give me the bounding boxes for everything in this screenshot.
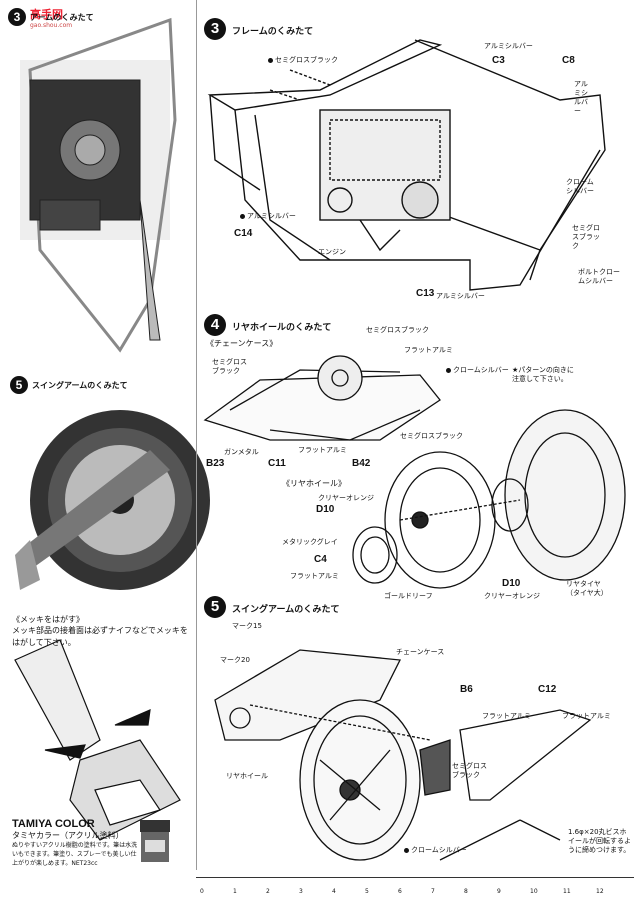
step3-label-aluminum-silver-right: アルミシルバー [574,80,588,115]
watermark-url: gao.shou.com [30,22,73,29]
left-step5-title: スイングアームのくみたて [32,381,128,390]
part-b42: B42 [352,458,371,469]
paint-jar [140,820,170,862]
step4-chain-case: 《チェーンケース》 [206,339,278,348]
step3-label-semi-gloss-black: セミグロスブラック [268,56,338,64]
tamiya-subtitle: タミヤカラー（アクリル塗料） [12,831,124,840]
step3-number: 3 [204,18,226,40]
step4-label-chrome-silver: クロームシルバー [446,366,509,374]
part-d10: D10 [316,504,335,515]
left-step5-number: 5 [10,376,28,394]
left-step-number: 3 [8,8,26,26]
step4-label-semi-gloss-black-bottom: セミグロスブラック [400,432,463,440]
step5-label-flat-aluminum-c12: フラットアルミ [562,712,611,720]
step5-label-mark20: マーク20 [220,656,250,664]
step4-label-semi-gloss-black-top: セミグロスブラック [366,326,429,334]
step4-label-flat-aluminum-bottom: フラットアルミ [298,446,347,454]
tamiya-color-box: TAMIYA COLOR タミヤカラー（アクリル塗料） ぬりやすいアクリル樹脂の… [12,818,138,890]
step5-number: 5 [204,596,226,618]
ruler-tick: 4 [332,888,336,895]
step4-label-clear-orange: クリヤーオレンジ [318,494,374,502]
step4-label-rear-tire: リヤタイヤ（タイヤ大） [566,580,608,597]
step4-label-metallic-grey: メタリックグレイ [282,538,338,546]
ruler-tick: 7 [431,888,435,895]
step4-label-semi-gloss-black-left: セミグロスブラック [212,358,247,375]
step3-label-aluminum-silver: アルミシルバー [484,42,533,50]
part-c12: C12 [538,684,557,695]
step4-label-gunmetal: ガンメタル [224,448,259,456]
knife-diagram [14,639,181,841]
step4-title: リヤホイールのくみたて [232,323,332,333]
watermark-brand: 高手网 [30,8,63,21]
step4-label-flat-aluminum-c4: フラットアルミ [290,572,339,580]
tamiya-text: ぬりやすいアクリル樹脂の塗料です。筆は水洗いもできます。筆塗り、スプレーでも美し… [12,842,138,867]
step5-label-semi-gloss-black: セミグロスブラック [452,762,487,779]
step3-title: フレームのくみたて [232,27,314,37]
step3-label-chrome-silver: クロームシルバー [566,178,594,195]
ruler-tick: 10 [530,888,538,895]
step5-label-rear-wheel: リヤホイール [226,772,268,780]
part-c3: C3 [492,55,505,66]
step3-label-aluminum-silver-left: アルミシルバー [240,212,296,220]
column-divider [196,0,197,870]
step3-label-aluminum-silver-bottom: アルミシルバー [436,292,485,300]
step5-label-chain-case: チェーンケース [396,648,445,656]
plating-text: メッキ部品の接着面は必ずナイフなどでメッキをはがして下さい。 [12,626,188,647]
step4-label-gold-leaf: ゴールドリーフ [384,592,433,600]
part-c13: C13 [416,288,435,299]
ruler-tick: 11 [563,888,571,895]
step3-label-semi-gloss-black-right: セミグロスブラック [572,224,600,250]
step4-label-flat-aluminum: フラットアルミ [404,346,453,354]
ruler-tick: 1 [233,888,237,895]
step5-label-chrome-silver: クロームシルバー [404,846,467,854]
ruler-tick: 8 [464,888,468,895]
frame-engine-photo [20,17,177,353]
ruler-tick: 12 [596,888,604,895]
part-b6: B6 [460,684,473,695]
ruler-tick: 3 [299,888,303,895]
part-c4: C4 [314,554,327,565]
part-d10b: D10 [502,578,521,589]
part-c8: C8 [562,55,575,66]
step4-number: 4 [204,314,226,336]
ruler: 0 1 2 3 4 5 6 7 8 9 10 11 12 [196,877,634,898]
step4-label-note: ★パターンの向きに注意して下さい。 [512,366,574,383]
ruler-tick: 9 [497,888,501,895]
ruler-tick: 0 [200,888,204,895]
ruler-tick: 6 [398,888,402,895]
step4-label-clear-orange-bottom: クリヤーオレンジ [484,592,540,600]
plating-section: 《メッキをはがす》 メッキ部品の接着面は必ずナイフなどでメッキをはがして下さい。 [12,614,190,649]
ruler-tick: 2 [266,888,270,895]
ruler-tick: 5 [365,888,369,895]
step3-label-bolt-chrome: ボルトクロームシルバー [578,268,620,285]
swingarm-photo [15,410,210,590]
step5-label-flat-aluminum-b6: フラットアルミ [482,712,531,720]
step5-label-screw-note: 1.6φ×20丸ビスホイールが回転するように締めつけます。 [568,828,631,854]
step3-label-engine: エンジン [318,248,346,256]
plating-heading: 《メッキをはがす》 [12,615,84,624]
part-c11: C11 [268,458,286,469]
left-step-title: アームのくみたて [30,13,94,22]
step5-label-mark15: マーク15 [232,622,262,630]
watermark: 高手网 gao.shou.com [30,6,72,29]
part-b23: B23 [206,458,225,469]
step5-title: スイングアームのくみたて [232,605,340,615]
tamiya-brand: TAMIYA COLOR [12,818,95,830]
step4-wheel-heading: 《リヤホイール》 [282,479,346,488]
part-c14: C14 [234,228,253,239]
